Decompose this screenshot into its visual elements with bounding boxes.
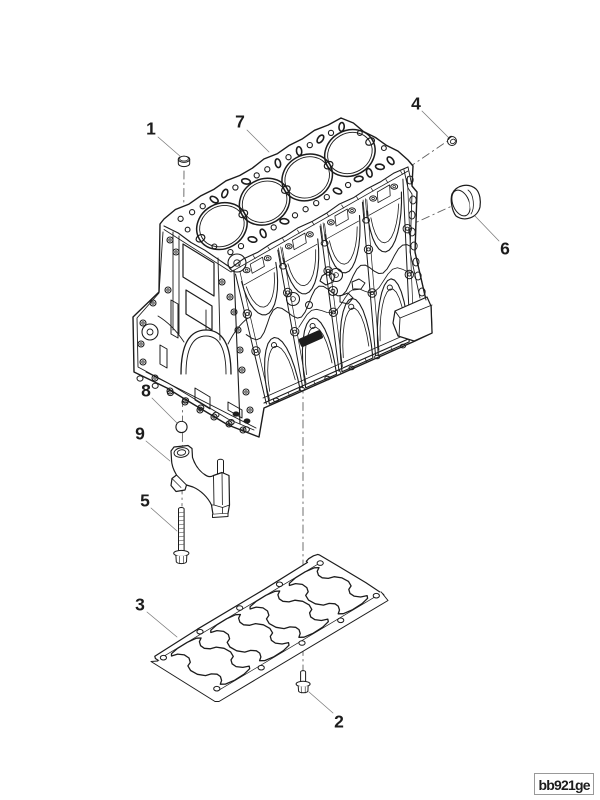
svg-text:1: 1 xyxy=(146,118,156,138)
svg-text:8: 8 xyxy=(141,380,151,400)
svg-text:9: 9 xyxy=(135,423,145,443)
svg-text:bb921ge: bb921ge xyxy=(539,777,591,793)
svg-text:5: 5 xyxy=(140,490,150,510)
svg-text:4: 4 xyxy=(411,93,421,113)
svg-text:7: 7 xyxy=(235,111,245,131)
svg-text:2: 2 xyxy=(334,711,344,731)
svg-text:6: 6 xyxy=(500,238,510,258)
svg-text:3: 3 xyxy=(135,594,145,614)
